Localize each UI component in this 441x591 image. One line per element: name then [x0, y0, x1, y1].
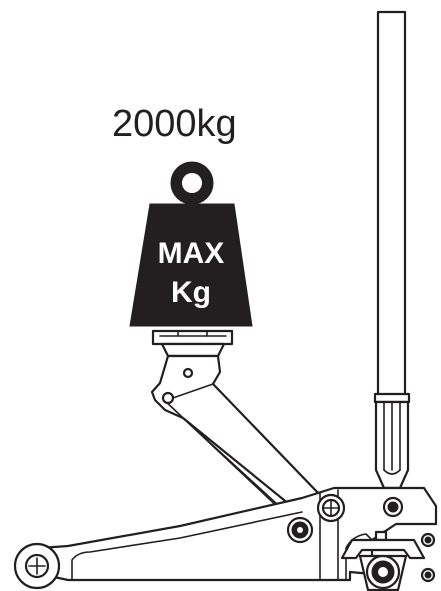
weight-label-max: MAX — [158, 237, 225, 270]
pivot-bolt-top — [382, 496, 404, 518]
pivot-bolt-middle — [286, 516, 314, 544]
frame-bolt-upper — [420, 532, 436, 548]
floor-jack-icon — [13, 10, 438, 591]
capacity-label: 2000kg — [112, 103, 237, 145]
frame-bolt-lower — [420, 567, 436, 583]
lift-saddle — [151, 329, 234, 358]
pivot-bolt-large — [316, 493, 346, 523]
rear-caster — [340, 530, 426, 591]
weight-icon: MAX Kg — [129, 161, 253, 327]
weight-label-kg: Kg — [171, 276, 211, 309]
jack-handle — [376, 10, 407, 398]
front-wheel — [13, 542, 61, 590]
lift-arm — [150, 354, 324, 515]
